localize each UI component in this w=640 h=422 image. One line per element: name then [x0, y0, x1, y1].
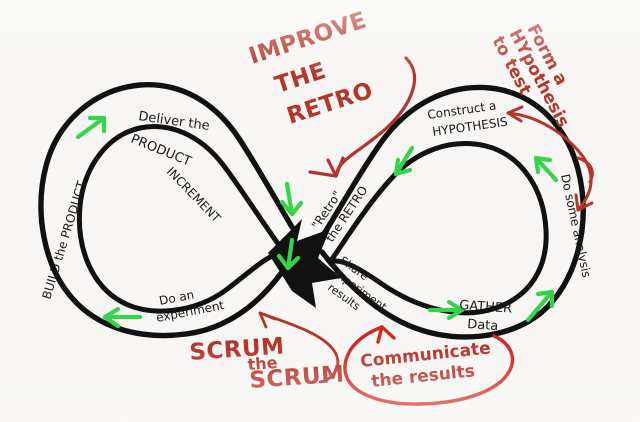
label-gather-data-line-2: Data [467, 317, 499, 334]
